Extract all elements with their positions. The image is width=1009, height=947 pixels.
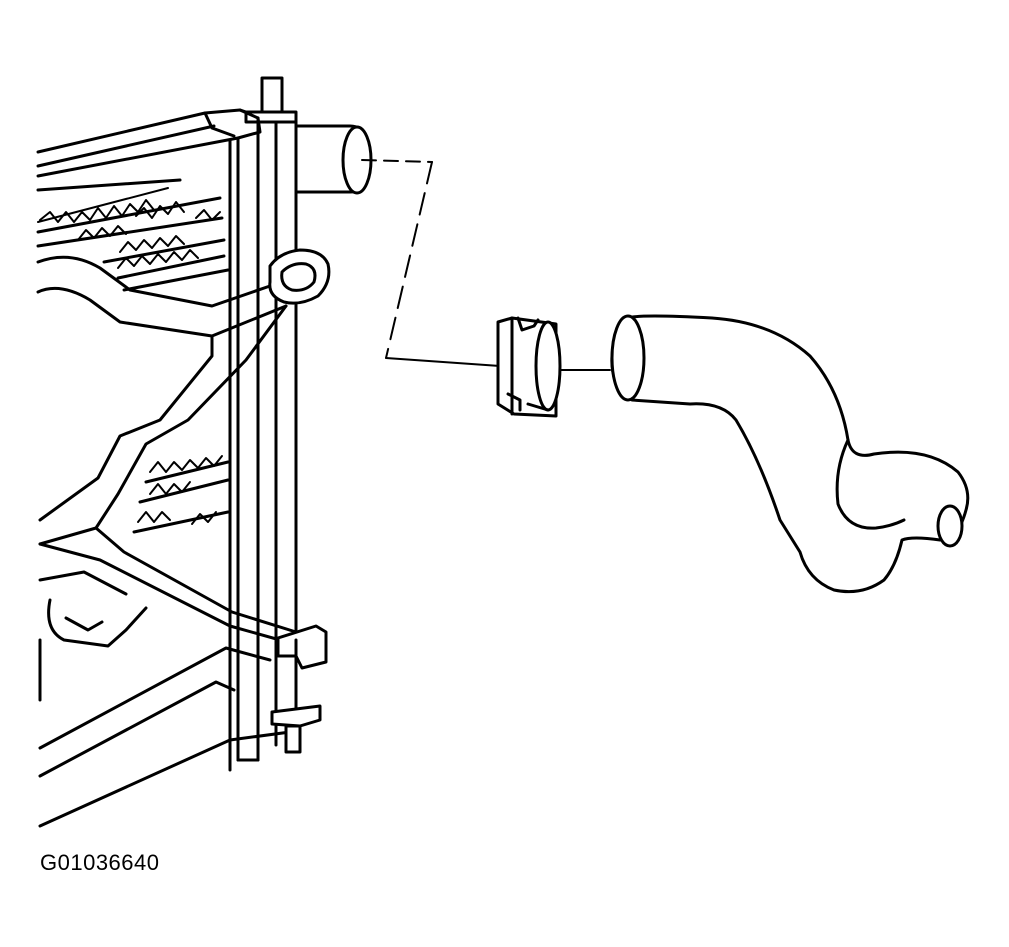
radiator-hose (610, 314, 970, 594)
assembly-leader-line (361, 159, 611, 371)
radiator-side-tank (228, 116, 298, 762)
radiator-upper-mount (268, 248, 331, 305)
hose-clamp (496, 316, 562, 418)
figure-id-label: G01036640 (40, 850, 160, 875)
radiator-fins (36, 178, 230, 534)
radiator-assembly (36, 76, 373, 828)
radiator-lower-brackets (270, 624, 328, 754)
radiator-shroud (36, 255, 304, 828)
radiator-outlet-pipe (294, 124, 373, 195)
